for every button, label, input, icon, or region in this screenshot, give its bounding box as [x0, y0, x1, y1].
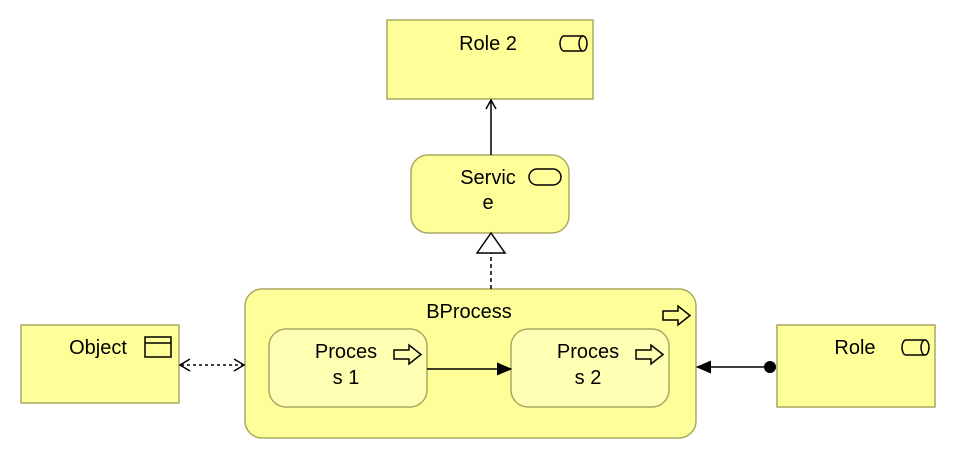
service-label-line1: Servic: [460, 167, 516, 189]
process1-label-line2: s 1: [333, 367, 360, 389]
process1-label-line1: Proces: [315, 341, 377, 363]
role-element[interactable]: Role: [776, 324, 936, 408]
process2-label-line1: Proces: [557, 341, 619, 363]
process1-element[interactable]: Proces s 1: [268, 328, 428, 408]
business-object-icon: [144, 336, 172, 358]
assignment-relationship[interactable]: [697, 361, 776, 373]
role-icon: [559, 35, 588, 52]
bprocess-label: BProcess: [426, 301, 512, 323]
service-icon: [528, 168, 562, 186]
service-label-line2: e: [482, 192, 493, 214]
process2-label-line2: s 2: [575, 367, 602, 389]
process-arrow-icon: [393, 343, 423, 366]
role2-element[interactable]: Role 2: [386, 19, 594, 100]
service-element[interactable]: Servic e: [410, 154, 570, 234]
role-label: Role: [834, 337, 875, 359]
process2-element[interactable]: Proces s 2: [510, 328, 670, 408]
role-icon: [901, 339, 930, 356]
access-relationship[interactable]: [178, 358, 246, 372]
role2-label: Role 2: [459, 33, 517, 55]
realization-relationship[interactable]: [475, 231, 507, 289]
object-element[interactable]: Object: [20, 324, 180, 404]
process-arrow-icon: [662, 304, 692, 327]
object-label: Object: [69, 337, 127, 359]
process-arrow-icon: [635, 343, 665, 366]
